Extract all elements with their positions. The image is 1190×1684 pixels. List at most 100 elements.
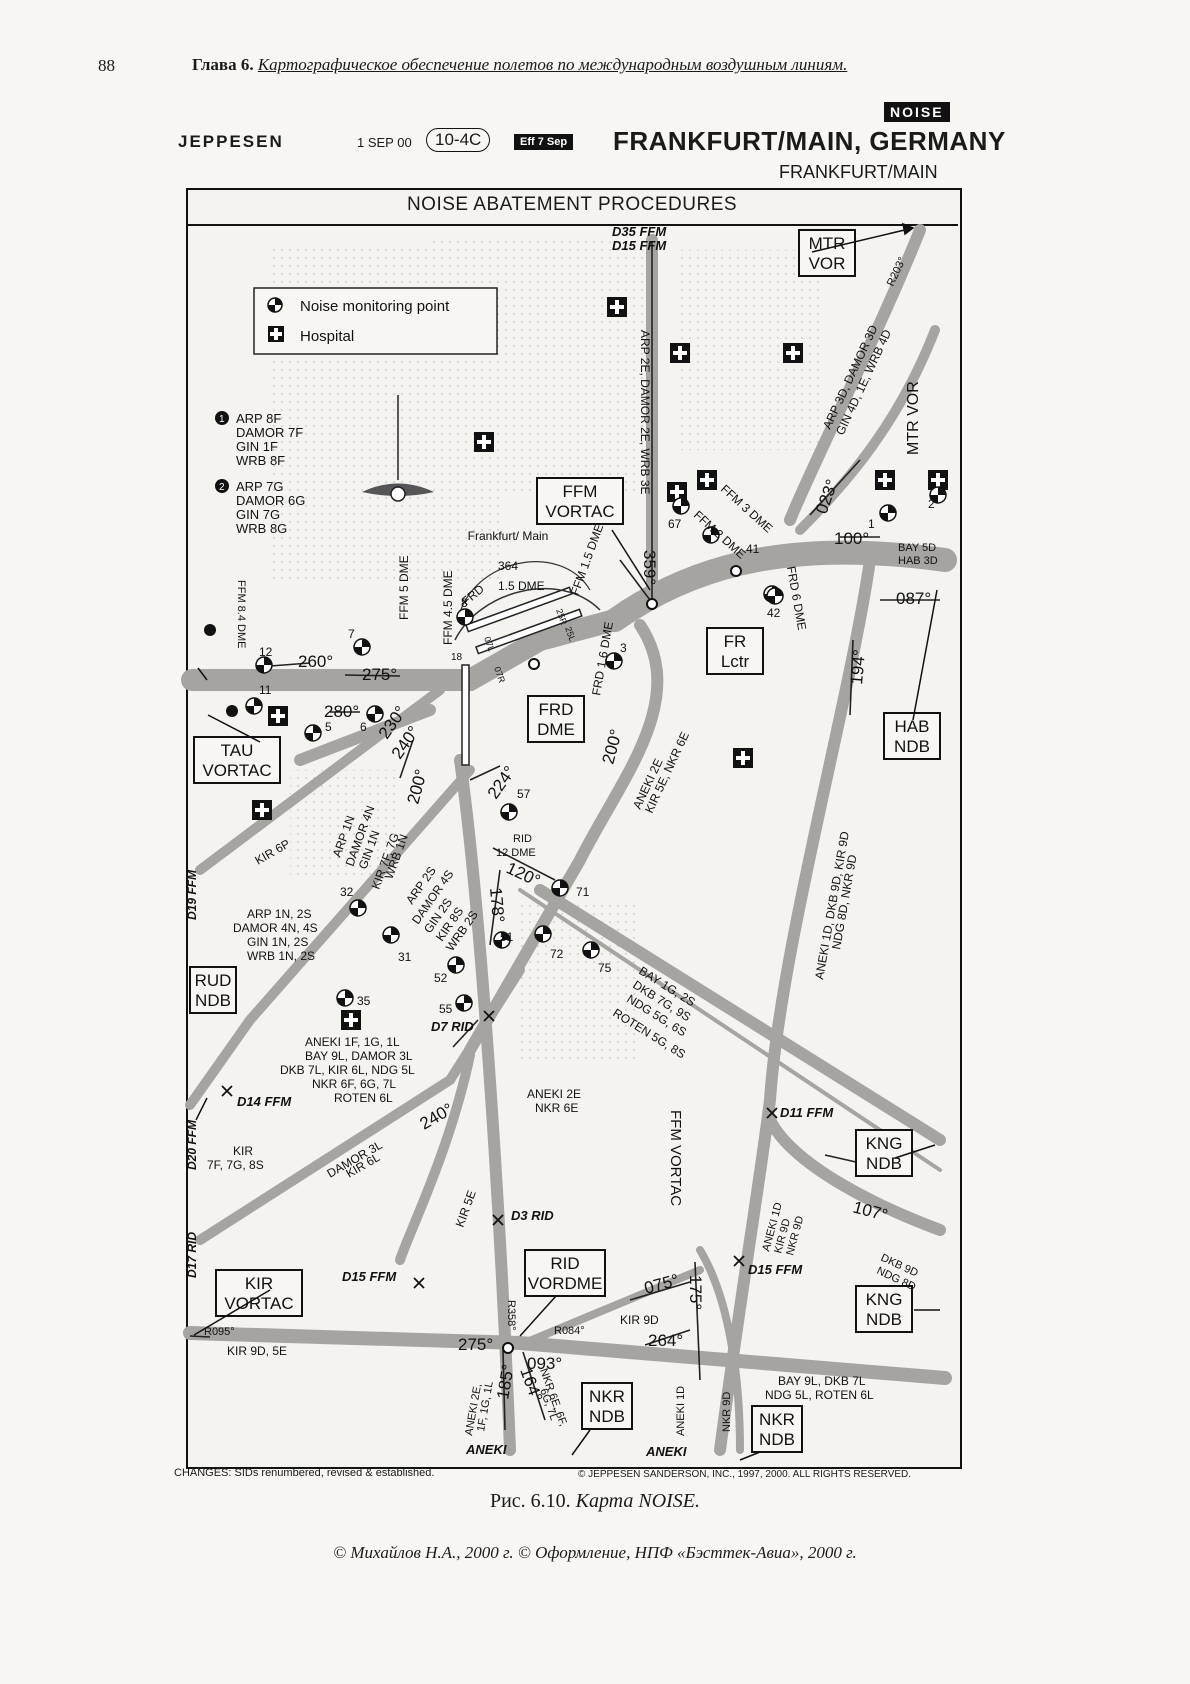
svg-text:31: 31 [398, 950, 412, 964]
noise-point-icon [879, 504, 897, 522]
page-footer: © Михайлов Н.А., 2000 г. © Оформление, Н… [333, 1543, 857, 1562]
svg-text:FFM 8.4 DME: FFM 8.4 DME [235, 580, 247, 648]
svg-text:WRB 8G: WRB 8G [236, 521, 287, 536]
svg-text:R358°: R358° [505, 1300, 517, 1331]
svg-text:41: 41 [746, 542, 760, 556]
rid-vordme-line1: RID [550, 1254, 579, 1273]
noise-point-icon [672, 497, 690, 515]
noise-point-icon [353, 638, 371, 656]
svg-text:260°: 260° [298, 652, 333, 671]
airport-label: Frankfurt/ Main 364 [468, 529, 549, 573]
svg-text:280°: 280° [324, 702, 359, 721]
hospital-icon [928, 470, 948, 490]
svg-text:Frankfurt/ Main: Frankfurt/ Main [468, 529, 549, 543]
noise-point-icon [455, 994, 473, 1012]
noise-point-icon [702, 526, 720, 544]
hospital-icon [667, 482, 687, 502]
svg-text:D20 FFM: D20 FFM [185, 1119, 199, 1170]
svg-text:FFM 3 DME: FFM 3 DME [718, 482, 775, 536]
svg-text:BAY 5D: BAY 5D [898, 542, 936, 554]
pointer-arrows [193, 222, 940, 1461]
group-one-marker [215, 411, 229, 425]
ffm-vortac-line2: VORTAC [545, 502, 614, 521]
svg-text:KIR 9D, 5E: KIR 9D, 5E [227, 1344, 287, 1358]
svg-text:ARP 2E, DAMOR 2E, WRB 3E: ARP 2E, DAMOR 2E, WRB 3E [638, 330, 652, 495]
jeppesen-logo: JEPPESEN [178, 132, 284, 151]
rud-ndb-line1: RUD [195, 971, 232, 990]
noise-point-icon [929, 486, 947, 504]
hab-ndb-line1: HAB [895, 717, 930, 736]
svg-text:DAMOR 4N, 4S: DAMOR 4N, 4S [233, 921, 318, 935]
svg-text:75: 75 [598, 961, 612, 975]
hospital-icon [733, 748, 753, 768]
hospital-icon [783, 343, 803, 363]
mtr-vor-line2: VOR [809, 254, 846, 273]
effective-date: Eff 7 Sep [514, 134, 574, 150]
svg-text:1.5 DME: 1.5 DME [498, 579, 545, 593]
svg-text:BAY 9L, DKB 7L: BAY 9L, DKB 7L [778, 1374, 866, 1388]
rid-vordme-line2: VORDME [528, 1274, 603, 1293]
chart-changes: CHANGES: SIDs renumbered, revised & esta… [174, 1467, 435, 1479]
svg-text:18: 18 [451, 652, 463, 663]
svg-text:224°: 224° [484, 763, 520, 803]
legend-box [253, 287, 498, 355]
svg-text:D19 FFM: D19 FFM [185, 869, 199, 920]
legend-noise-label: Noise monitoring point [300, 298, 450, 315]
svg-text:12 DME: 12 DME [496, 847, 536, 859]
noise-points [245, 486, 947, 1012]
svg-text:D14 FFM: D14 FFM [237, 1094, 292, 1109]
chart-date: 1 SEP 00 [357, 135, 412, 150]
noise-point-icon [255, 656, 273, 674]
svg-text:KIR 9D: KIR 9D [620, 1313, 659, 1327]
svg-text:DKB 7L, KIR 6L, NDG 5L: DKB 7L, KIR 6L, NDG 5L [280, 1063, 415, 1077]
svg-text:D3 RID: D3 RID [511, 1208, 554, 1223]
svg-text:275°: 275° [458, 1335, 493, 1354]
hospital-icon [252, 800, 272, 820]
noise-point-icon [349, 899, 367, 917]
svg-text:5: 5 [325, 720, 332, 734]
route-markers [204, 565, 742, 1354]
svg-text:075°: 075° [642, 1270, 681, 1297]
chart-copyright: © JEPPESEN SANDERSON, INC., 1997, 2000. … [578, 1469, 912, 1480]
svg-text:72: 72 [550, 947, 564, 961]
svg-text:GIN 7G: GIN 7G [236, 507, 280, 522]
kng-ndb-2-line1: KNG [866, 1290, 903, 1309]
chapter-header: Глава 6. Картографическое обеспечение по… [192, 55, 962, 75]
svg-text:2: 2 [928, 497, 935, 511]
nkr-ndb-1-line1: NKR [589, 1387, 625, 1406]
svg-text:364: 364 [498, 559, 518, 573]
kng-ndb-1-line1: KNG [866, 1134, 903, 1153]
caption-prefix: Рис. 6.10. [489, 1490, 571, 1512]
hab-ndb-line2: NDB [894, 737, 930, 756]
svg-text:57: 57 [517, 787, 531, 801]
svg-text:FRD 6 DME: FRD 6 DME [784, 565, 809, 631]
svg-text:WRB 1N, 2S: WRB 1N, 2S [247, 949, 315, 963]
facility-labels: FFM VORTAC MTR VOR FR Lctr FRD DME TAU V… [195, 234, 930, 1449]
figure-caption: Рис. 6.10. Карта NOISE. [0, 1490, 1190, 1513]
svg-text:200°: 200° [599, 727, 626, 766]
north-arrow-icon [362, 395, 434, 502]
svg-text:FFM 5 DME: FFM 5 DME [397, 555, 411, 620]
svg-text:MTR VOR: MTR VOR [905, 381, 922, 455]
track-lines [189, 242, 940, 1431]
nkr-ndb-1-line2: NDB [589, 1407, 625, 1426]
noise-point-icon [304, 724, 322, 742]
svg-text:ANEKI: ANEKI [465, 1442, 507, 1457]
svg-text:FFM VORTAC: FFM VORTAC [667, 1110, 684, 1206]
kng-ndb-1-line2: NDB [866, 1154, 902, 1173]
svg-text:11: 11 [259, 683, 272, 697]
facility-boxes [189, 229, 941, 1453]
svg-text:DAMOR 6G: DAMOR 6G [236, 493, 305, 508]
hospital-icon [341, 1010, 361, 1030]
hospital-icon [474, 432, 494, 452]
svg-text:093°: 093° [527, 1354, 562, 1373]
noise-point-icon [493, 931, 511, 949]
svg-text:ANEKI 1D: ANEKI 1D [675, 1386, 687, 1436]
svg-text:D15 FFM: D15 FFM [748, 1262, 803, 1277]
svg-text:7F, 7G, 8S: 7F, 7G, 8S [207, 1158, 264, 1172]
legend-hospital-label: Hospital [300, 328, 354, 345]
svg-text:KIR: KIR [233, 1144, 253, 1158]
svg-text:NKR 6F, 6G, 7L: NKR 6F, 6G, 7L [312, 1077, 396, 1091]
frd-dme-line1: FRD [539, 700, 574, 719]
svg-text:8: 8 [461, 596, 468, 610]
